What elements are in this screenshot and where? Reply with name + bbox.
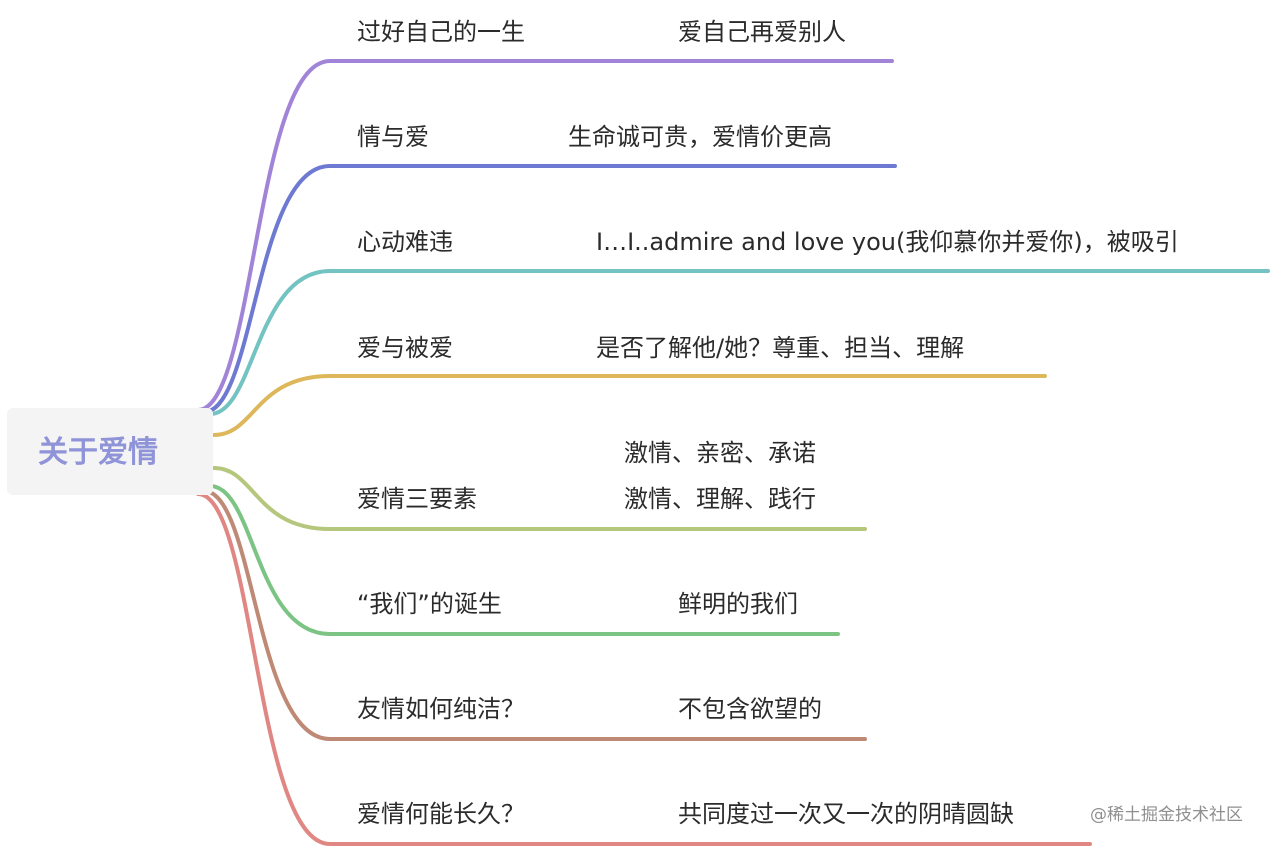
branch-label-heartbeat[interactable]: 心动难违: [357, 228, 453, 256]
branch-label-love-and-be-loved[interactable]: 爱与被爱: [357, 334, 453, 362]
branch-label-birth-of-us[interactable]: “我们”的诞生: [357, 590, 502, 618]
branch-label-self-life[interactable]: 过好自己的一生: [357, 18, 525, 46]
branch-connector: [208, 269, 1270, 416]
branch-detail-birth-of-us[interactable]: 鲜明的我们: [678, 590, 798, 618]
branch-label-pure-friendship[interactable]: 友情如何纯洁？: [357, 695, 525, 723]
branch-connector: [196, 492, 1092, 846]
branch-connector: [212, 374, 1047, 437]
branch-connector: [202, 164, 897, 414]
root-node[interactable]: [7, 408, 213, 495]
branch-detail-love-and-be-loved[interactable]: 是否了解他/她？尊重、担当、理解: [596, 334, 965, 362]
branch-connector: [212, 466, 867, 531]
branch-detail-affection-and-love[interactable]: 生命诚可贵，爱情价更高: [568, 123, 832, 151]
branch-detail-three-elements-1[interactable]: 激情、亲密、承诺: [624, 439, 816, 467]
branch-label-three-elements[interactable]: 爱情三要素: [357, 485, 477, 513]
root-node-label: 关于爱情: [38, 435, 158, 470]
branch-connector: [196, 59, 894, 412]
branch-detail-lasting-love[interactable]: 共同度过一次又一次的阴晴圆缺: [678, 800, 1014, 828]
branch-detail-self-life[interactable]: 爱自己再爱别人: [678, 18, 846, 46]
branch-label-lasting-love[interactable]: 爱情何能长久？: [357, 800, 525, 828]
branch-connector: [208, 484, 840, 636]
branch-detail-three-elements-2[interactable]: 激情、理解、践行: [624, 485, 816, 513]
branch-label-affection-and-love[interactable]: 情与爱: [357, 123, 429, 151]
branch-connector: [202, 489, 867, 741]
watermark: @稀土掘金技术社区: [1090, 805, 1243, 825]
branch-detail-heartbeat[interactable]: I…I..admire and love you(我仰慕你并爱你)，被吸引: [596, 228, 1179, 256]
branch-detail-pure-friendship[interactable]: 不包含欲望的: [678, 695, 822, 723]
